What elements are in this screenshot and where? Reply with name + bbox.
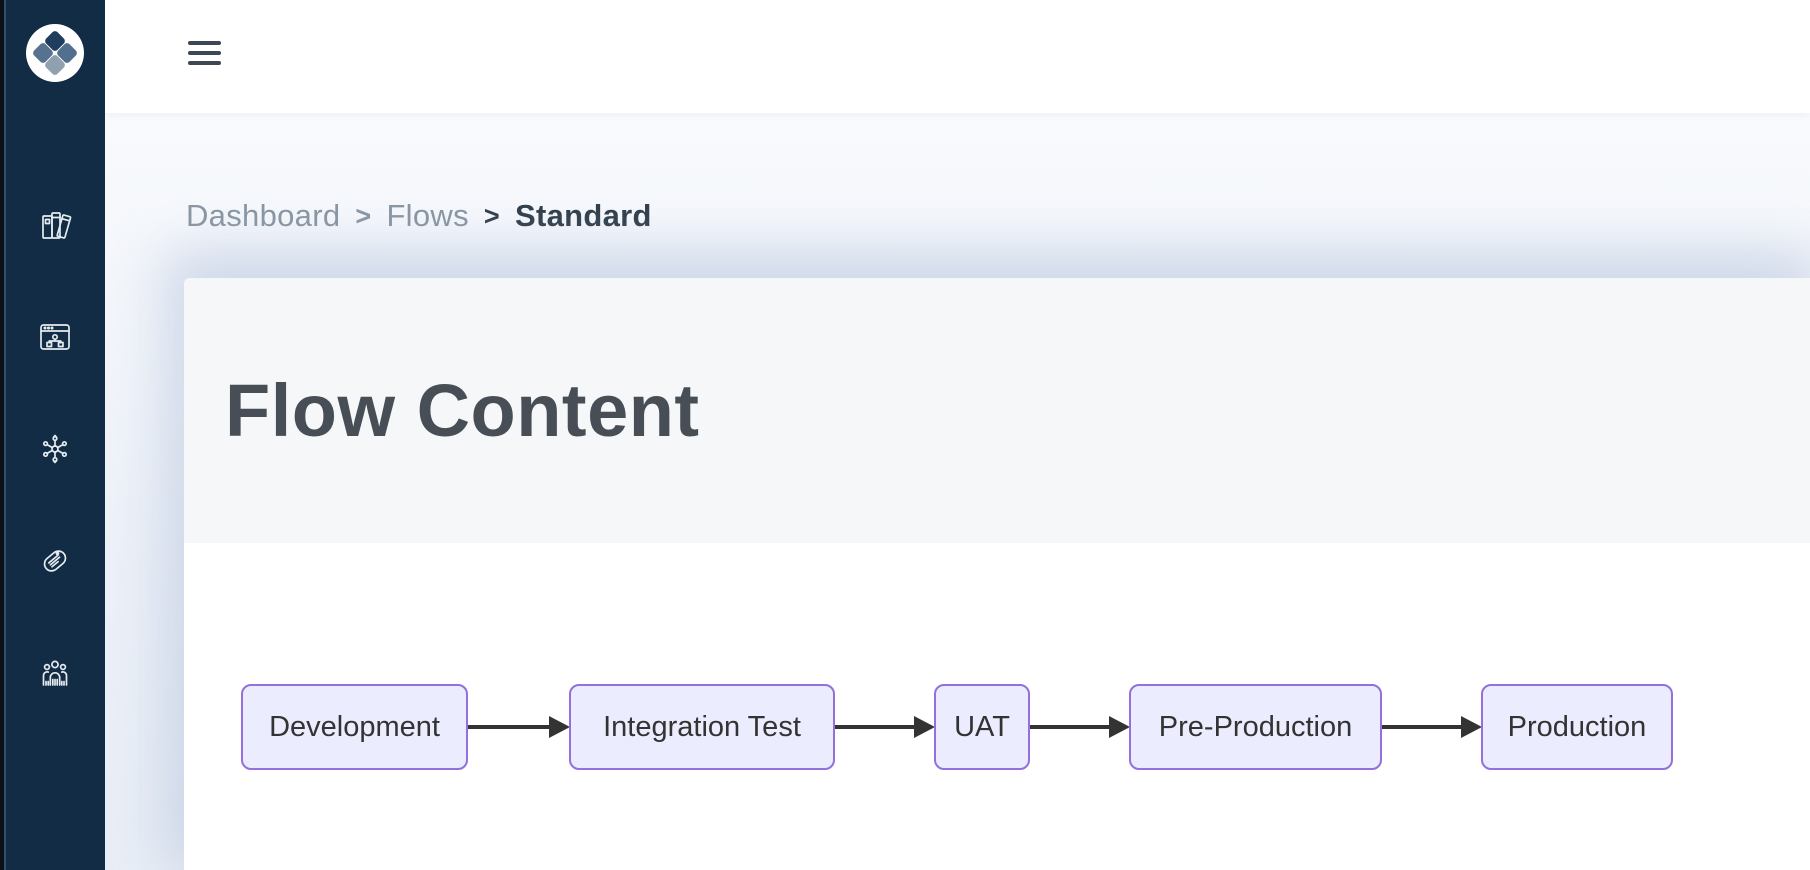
network-icon	[42, 434, 67, 464]
topbar	[105, 0, 1810, 113]
team-icon	[42, 660, 67, 686]
sidebar-item-flows[interactable]	[4, 315, 105, 359]
flow-arrow	[1382, 716, 1482, 738]
flow-card: Flow Content Development Integration Tes…	[184, 278, 1810, 870]
breadcrumb-separator: >	[483, 200, 500, 231]
sidebar-item-network[interactable]	[4, 427, 105, 471]
breadcrumb-dashboard[interactable]: Dashboard	[186, 198, 341, 233]
flow-node-pre-production: Pre-Production	[1129, 684, 1382, 770]
flow-node-development: Development	[241, 684, 468, 770]
breadcrumb-current: Standard	[514, 198, 652, 233]
flow-diagram: Development Integration Test UAT Pre-Pro…	[184, 543, 1810, 870]
tag-icon	[43, 550, 66, 572]
sidebar-item-team[interactable]	[4, 651, 105, 695]
flow-arrow	[1030, 716, 1130, 738]
books-icon	[41, 212, 71, 239]
flow-window-icon	[39, 324, 70, 350]
sidebar	[0, 0, 105, 870]
diamonds-logo-icon	[25, 24, 84, 82]
breadcrumb-separator: >	[355, 200, 372, 231]
menu-toggle-button[interactable]	[188, 41, 221, 65]
sidebar-item-tags[interactable]	[4, 539, 105, 583]
flow-arrow	[835, 716, 935, 738]
flow-node-production: Production	[1481, 684, 1673, 770]
hamburger-icon	[188, 41, 221, 45]
breadcrumb: Dashboard > Flows > Standard	[186, 198, 652, 234]
sidebar-item-library[interactable]	[4, 203, 105, 247]
page-title: Flow Content	[225, 369, 700, 452]
flow-card-header: Flow Content	[184, 278, 1810, 543]
breadcrumb-flows[interactable]: Flows	[386, 198, 469, 233]
flow-node-integration-test: Integration Test	[569, 684, 835, 770]
app-logo[interactable]	[4, 24, 105, 82]
flow-arrow	[468, 716, 570, 738]
main-content: Dashboard > Flows > Standard Flow Conten…	[105, 113, 1810, 870]
flow-node-uat: UAT	[934, 684, 1030, 770]
